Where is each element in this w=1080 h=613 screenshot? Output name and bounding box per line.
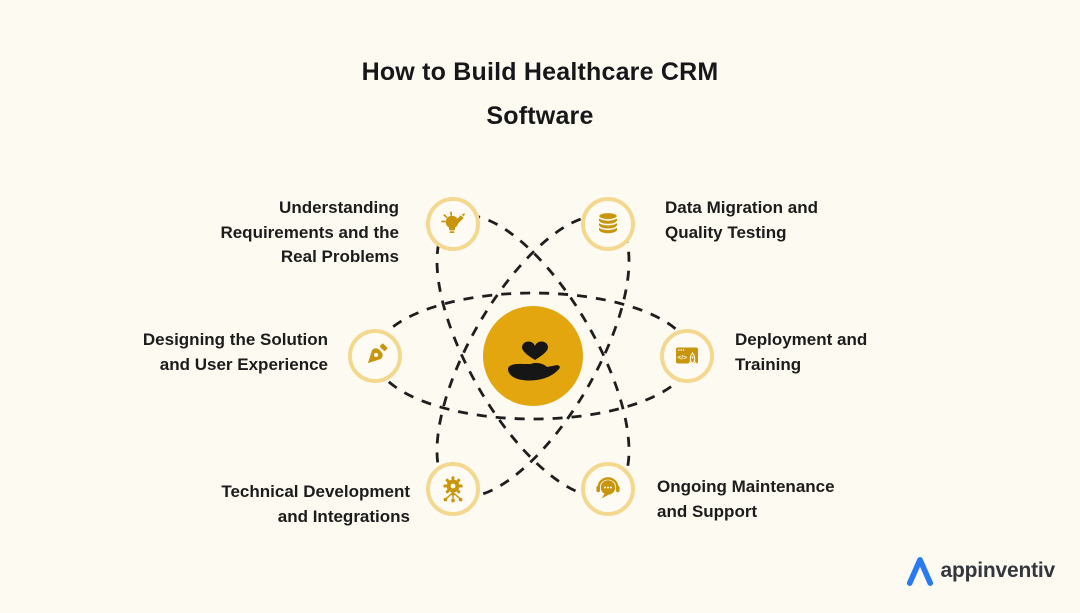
label-line: and User Experience [159, 354, 328, 374]
center-circle [483, 306, 583, 406]
step-label-deployment: Deployment and Training [735, 328, 867, 377]
support-chat-headset-icon [596, 477, 620, 499]
step-label-maintenance-support: Ongoing Maintenance and Support [657, 475, 835, 524]
step-label-technical-development: Technical Development and Integrations [221, 480, 410, 529]
step-node-maintenance-support [581, 462, 635, 516]
step-node-deployment: </> [660, 329, 714, 383]
label-line: Technical Development [221, 482, 410, 501]
brand-logo-text: appinventiv [940, 559, 1056, 582]
step-label-designing-solution: Designing the Solution and User Experien… [143, 328, 328, 377]
svg-text:</>: </> [678, 355, 688, 362]
step-label-understanding-requirements: Understanding Requirements and the Real … [220, 196, 399, 270]
label-line: Training [735, 354, 802, 374]
page-title-line: Software [486, 102, 594, 130]
label-line: Quality Testing [665, 222, 787, 242]
label-line: Real Problems [280, 247, 399, 266]
brand-logo: appinventiv [906, 556, 1056, 586]
database-icon [598, 213, 618, 235]
page-title: How to Build Healthcare CRM Software [0, 50, 1080, 138]
step-node-technical-development [426, 462, 480, 516]
pen-nib-icon [367, 343, 388, 364]
appinventiv-triangle-icon [906, 557, 933, 586]
hand-holding-heart-icon [508, 341, 560, 381]
label-line: and Support [657, 501, 758, 521]
label-line: and Integrations [277, 506, 410, 526]
step-label-data-migration: Data Migration and Quality Testing [665, 196, 818, 245]
page-title-line: How to Build Healthcare CRM [361, 58, 719, 86]
label-line: Ongoing Maintenance [657, 477, 835, 496]
step-node-designing-solution [348, 329, 402, 383]
label-line: Designing the Solution [142, 330, 328, 349]
label-line: Deployment and [735, 330, 868, 349]
rocket-launch-window-icon: </> [676, 347, 698, 366]
label-line: Understanding [279, 198, 399, 217]
step-node-data-migration [581, 197, 635, 251]
label-line: Data Migration and [665, 198, 819, 217]
gear-integration-icon [443, 476, 463, 503]
step-node-understanding-requirements [426, 197, 480, 251]
label-line: Requirements and the [220, 222, 399, 242]
idea-lightbulb-icon [441, 211, 465, 233]
